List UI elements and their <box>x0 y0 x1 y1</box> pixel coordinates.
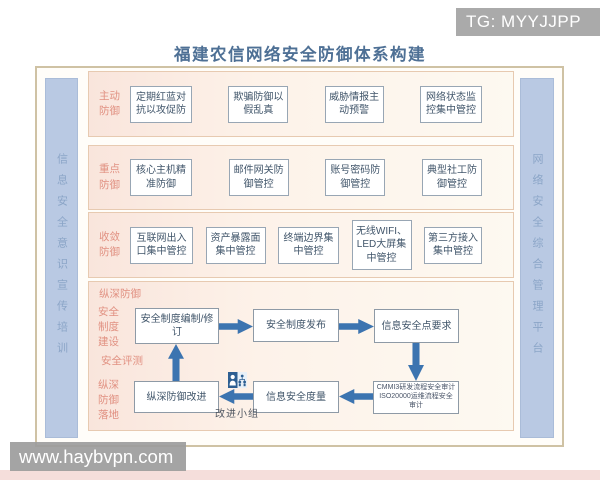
arrow-right-draft-to-publish <box>219 319 253 334</box>
active-defense-panel: 主动防御 定期红蓝对抗以攻促防 欺骗防御以假乱真 威胁情报主动预警 网络状态监控… <box>88 71 514 137</box>
active-defense-boxes: 定期红蓝对抗以攻促防 欺骗防御以假乱真 威胁情报主动预警 网络状态监控集中管控 <box>130 85 482 123</box>
stage-label-evaluate: 安全评测 <box>101 355 143 367</box>
stage-label-implement: 纵深防御落地 <box>98 379 119 422</box>
arrow-left-measurement-to-improvement <box>219 389 253 404</box>
row-label-keypoint-defense: 重点防御 <box>99 163 120 191</box>
flow-box-security-requirements: 信息安全点要求 <box>374 309 459 343</box>
watermark-bottom-left: www.haybvpn.com <box>10 442 186 471</box>
arrow-left-audit-to-measurement <box>339 389 373 404</box>
defense-box: 定期红蓝对抗以攻促防 <box>130 85 192 123</box>
deep-defense-title: 纵深防御 <box>99 288 141 300</box>
keypoint-defense-panel: 重点防御 核心主机精准防御 邮件网关防御管控 账号密码防御管控 典型社工防御管控 <box>88 145 514 210</box>
defense-box: 第三方接入集中管控 <box>424 226 482 264</box>
page-title: 福建农信网络安全防御体系构建 <box>174 46 426 64</box>
sidebar-management-platform: 网络安全综合管理平台 <box>520 78 554 438</box>
defense-box: 邮件网关防御管控 <box>228 159 289 196</box>
keypoint-defense-boxes: 核心主机精准防御 邮件网关防御管控 账号密码防御管控 典型社工防御管控 <box>130 159 482 196</box>
deep-defense-panel: 纵深防御 安全制度建设 安全评测 纵深防御落地 安全制度编制/修订 安全制度发布… <box>88 281 514 431</box>
defense-box: 无线WIFI、LED大屏集中管控 <box>351 219 412 271</box>
defense-box: 核心主机精准防御 <box>130 159 192 196</box>
defense-box: 账号密码防御管控 <box>325 159 386 196</box>
row-label-convergence-defense: 收敛防御 <box>99 230 120 258</box>
defense-box: 互联网出入口集中管控 <box>130 226 193 264</box>
arrow-down-requirements-to-audit <box>408 343 424 381</box>
row-label-active-defense: 主动防御 <box>99 89 120 117</box>
flow-box-process-audit: CMMI3研发流程安全审计ISO20000运维流程安全审计 <box>373 381 459 414</box>
improvement-team-icon <box>228 372 247 388</box>
diagram-frame: 信息安全意识宣传培训 网络安全综合管理平台 主动防御 定期红蓝对抗以攻促防 欺骗… <box>35 66 564 447</box>
flow-box-policy-publish: 安全制度发布 <box>253 309 339 342</box>
arrow-up-improvement-to-draft <box>168 344 184 381</box>
defense-box: 欺骗防御以假乱真 <box>228 85 289 123</box>
defense-box: 资产暴露面集中管控 <box>205 226 266 264</box>
defense-box: 典型社工防御管控 <box>421 159 482 196</box>
convergence-defense-panel: 收敛防御 互联网出入口集中管控 资产暴露面集中管控 终端边界集中管控 无线WIF… <box>88 212 514 278</box>
defense-box: 终端边界集中管控 <box>278 226 339 264</box>
watermark-top-right: TG: MYYJJPP <box>456 8 600 36</box>
flow-box-policy-draft: 安全制度编制/修订 <box>135 308 219 344</box>
sidebar-awareness-training: 信息安全意识宣传培训 <box>45 78 78 438</box>
defense-box: 威胁情报主动预警 <box>324 85 384 123</box>
defense-box: 网络状态监控集中管控 <box>419 85 482 123</box>
bottom-pink-strip <box>0 470 600 480</box>
flow-box-security-measurement: 信息安全度量 <box>253 381 339 413</box>
convergence-defense-boxes: 互联网出入口集中管控 资产暴露面集中管控 终端边界集中管控 无线WIFI、LED… <box>130 219 482 271</box>
stage-label-build: 安全制度建设 <box>98 306 119 349</box>
flow-box-defense-improvement: 纵深防御改进 <box>134 381 219 413</box>
improvement-team-label: 改进小组 <box>215 409 259 420</box>
arrow-right-publish-to-requirements <box>339 319 374 334</box>
